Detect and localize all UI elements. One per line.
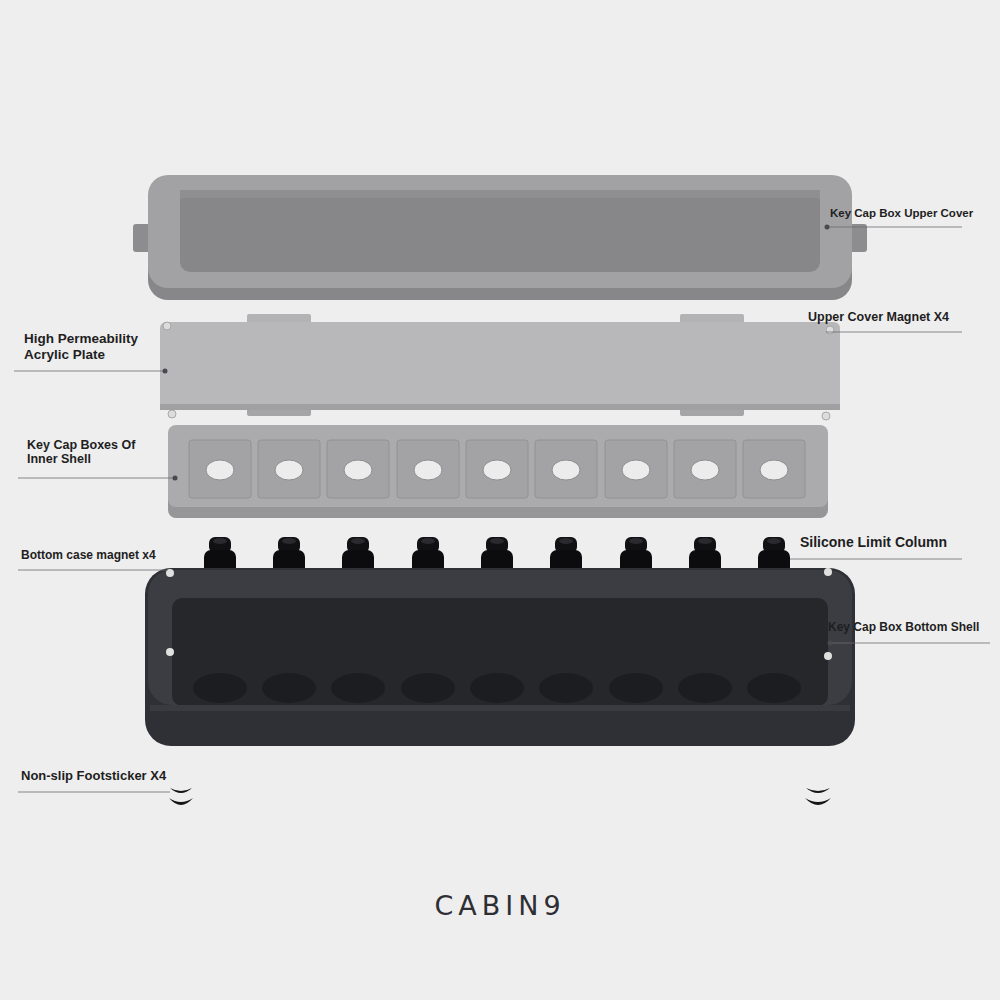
leader-lines (14, 227, 990, 792)
part-label: Bottom case magnet x4 (21, 549, 156, 563)
part-label: Silicone Limit Column (800, 534, 947, 550)
part-label: Key Cap Boxes Of Inner Shell (27, 438, 167, 467)
brand-logo: CABIN9 (434, 890, 565, 921)
part-label: High Permeability Acrylic Plate (24, 331, 174, 362)
part-label: Key Cap Box Upper Cover (830, 207, 973, 220)
part-label: Key Cap Box Bottom Shell (828, 621, 979, 635)
leader-dots (163, 225, 833, 646)
part-label: Upper Cover Magnet X4 (808, 310, 949, 324)
bottom-shell (145, 568, 855, 746)
inner-shell (168, 425, 828, 518)
acrylic-plate (160, 314, 840, 420)
upper-cover (133, 175, 867, 300)
foot-stickers (169, 788, 831, 805)
part-label: Non-slip Footsticker X4 (21, 769, 166, 784)
